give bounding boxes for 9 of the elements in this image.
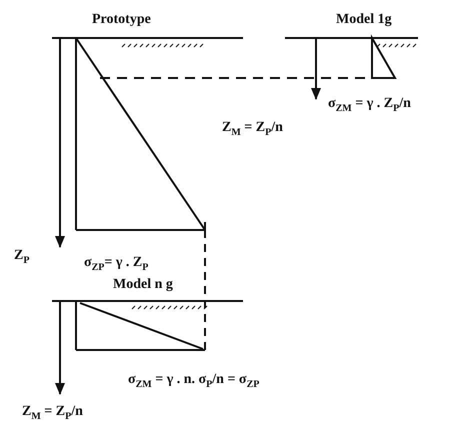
depth-label: Z$_{P}$ — [14, 248, 30, 268]
formula: σ$_{ZP}$= γ . Z$_{P}$ — [84, 255, 148, 275]
section-title: Model 1g — [336, 12, 392, 28]
formula: σ$_{ZM}$ = γ . n. σ$_{P}$/n = σ$_{ZP}$ — [128, 372, 260, 392]
formula: σ$_{ZM}$ = γ . Z$_{P}$/n — [328, 96, 411, 116]
formula: Z$_{M}$ = Z$_{P}$/n — [222, 120, 283, 140]
section-title: Prototype — [92, 12, 151, 28]
formula: Z$_{M}$ = Z$_{P}$/n — [22, 404, 83, 424]
section-title: Model n g — [113, 277, 173, 293]
